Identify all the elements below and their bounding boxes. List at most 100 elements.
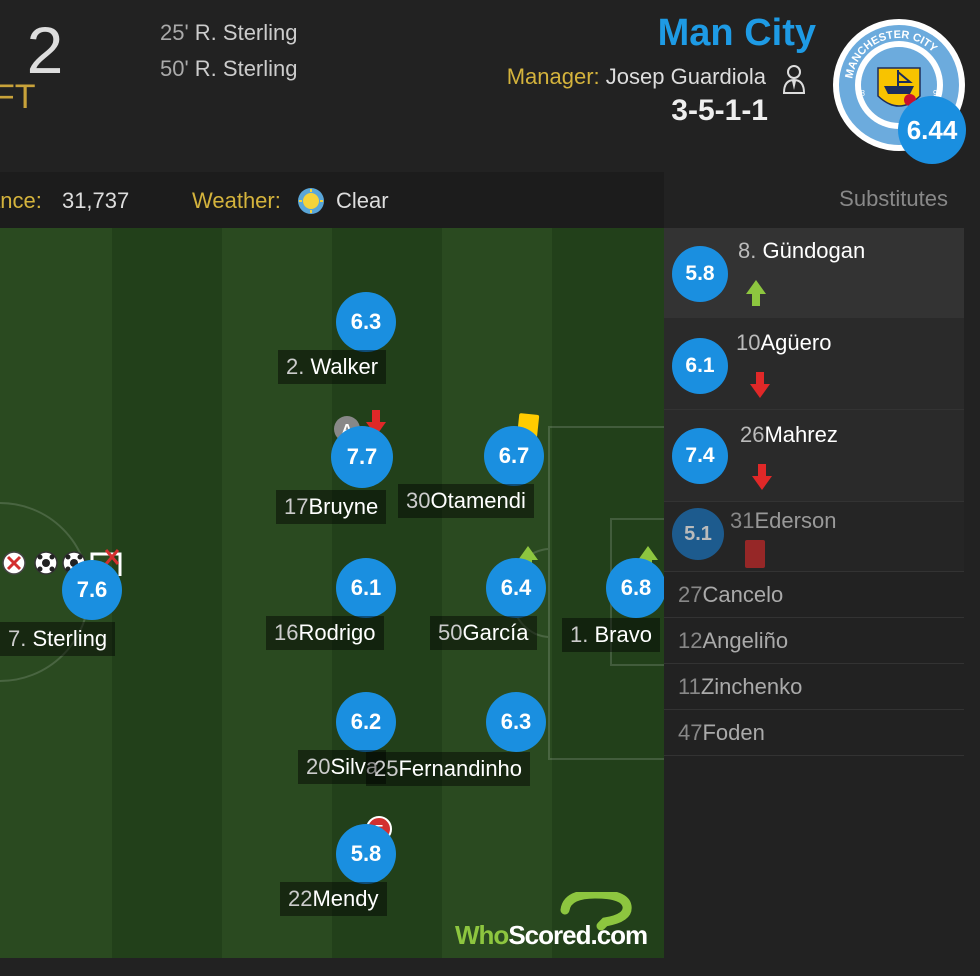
player-rating-badge: 5.8	[672, 246, 728, 302]
bench-row[interactable]: 12Angeliño	[664, 618, 964, 664]
player-number: 17	[284, 494, 309, 519]
player-name-fernandinho[interactable]: 25Fernandinho	[366, 752, 531, 786]
goal-minute: 25'	[160, 20, 189, 45]
substitute-row[interactable]: 6.1 10Agüero	[664, 318, 964, 410]
logo-scored: Scored	[508, 920, 591, 950]
ball-icon	[34, 551, 58, 575]
player-number: 50	[438, 620, 463, 645]
player-rating-badge: 6.1	[672, 338, 728, 394]
player-number: 25	[374, 756, 399, 781]
player-name-garcia[interactable]: 50García	[430, 616, 537, 650]
bench-player: 12Angeliño	[678, 628, 789, 653]
sub-off-arrow-icon	[366, 410, 386, 436]
player-name: Fernandinho	[398, 756, 523, 781]
player-number: 30	[406, 488, 431, 513]
player-name: Silva	[330, 754, 379, 779]
match-info-bar: ance: 31,737 Weather: Clear	[0, 172, 664, 228]
pitch-stripe	[112, 228, 222, 958]
match-header: : 2 FT 25' R. Sterling 50' R. Sterling M…	[0, 0, 980, 170]
panel-edge	[964, 228, 980, 976]
player-number: 22	[288, 886, 313, 911]
player-number: 1.	[570, 622, 589, 647]
player-rating-badge[interactable]: 6.7	[484, 426, 544, 486]
player-name: Bravo	[594, 622, 652, 647]
player-number: 20	[306, 754, 331, 779]
player-name-otamendi[interactable]: 30Otamendi	[398, 484, 534, 518]
manager-name: Josep Guardiola	[605, 64, 766, 89]
match-status: FT	[0, 78, 36, 116]
team-formation: 3-5-1-1	[671, 94, 768, 127]
sub-on-arrow-icon	[518, 546, 538, 572]
player-rating-badge[interactable]: 7.6	[62, 560, 122, 620]
player-name-bruyne[interactable]: 17Bruyne	[276, 490, 387, 524]
goal-scorer[interactable]: R. Sterling	[194, 56, 298, 81]
player-name-rodrigo[interactable]: 16Rodrigo	[266, 616, 384, 650]
bench-row[interactable]: 11Zinchenko	[664, 664, 964, 710]
player-rating-badge: 7.4	[672, 428, 728, 484]
substitute-name: 31Ederson	[730, 508, 837, 533]
player-name-mendy[interactable]: 22Mendy	[280, 882, 387, 916]
player-name: Otamendi	[430, 488, 526, 513]
manager-info: Manager: Josep Guardiola	[507, 64, 766, 90]
sub-off-arrow-icon	[752, 464, 772, 490]
substitute-row[interactable]: 5.1 31Ederson	[664, 502, 964, 572]
goal-scorer[interactable]: R. Sterling	[194, 20, 298, 45]
sub-on-arrow-icon	[638, 546, 658, 572]
player-name: García	[462, 620, 529, 645]
red-card-icon	[745, 540, 765, 568]
penalty-box	[548, 426, 664, 760]
player-name: Bruyne	[308, 494, 379, 519]
player-rating-badge[interactable]: 5.8	[336, 824, 396, 884]
player-name-sterling[interactable]: 7. Sterling	[0, 622, 116, 656]
manager-icon	[782, 65, 806, 94]
player-rating-badge[interactable]: 6.4	[486, 558, 546, 618]
logo-who: Who	[455, 920, 509, 950]
substitute-row[interactable]: 7.4 26Mahrez	[664, 410, 964, 502]
attendance-label: ance:	[0, 188, 42, 213]
player-name: Walker	[310, 354, 379, 379]
goal-minute: 50'	[160, 56, 189, 81]
team-rating-badge: 6.44	[898, 96, 966, 164]
substitute-row[interactable]: 5.8 8. Gündogan	[664, 228, 964, 318]
pitch-stripe	[222, 228, 332, 958]
sun-cloud-icon	[298, 188, 324, 214]
goal-event: 25' R. Sterling	[160, 20, 298, 46]
bench-row[interactable]: 47Foden	[664, 710, 964, 756]
substitute-name: 26Mahrez	[740, 422, 838, 447]
attendance: ance: 31,737	[0, 188, 129, 214]
player-number: 16	[274, 620, 299, 645]
whoscored-logo[interactable]: WhoScored.com	[455, 920, 648, 951]
player-number: 7.	[8, 626, 27, 651]
whoscored-logo-icon	[560, 892, 632, 931]
goal-event: 50' R. Sterling	[160, 56, 298, 82]
substitute-name: 8. Gündogan	[738, 238, 866, 263]
sub-on-arrow-icon	[746, 280, 766, 306]
bench-player: 47Foden	[678, 720, 765, 745]
player-name-bravo[interactable]: 1. Bravo	[562, 618, 660, 652]
player-rating-badge[interactable]: 6.2	[336, 692, 396, 752]
player-rating-badge[interactable]: 7.7	[331, 426, 393, 488]
player-rating-badge[interactable]: 6.8	[606, 558, 666, 618]
player-name: Mendy	[312, 886, 379, 911]
player-name: Rodrigo	[298, 620, 376, 645]
player-name-walker[interactable]: 2. Walker	[278, 350, 387, 384]
player-rating-badge: 5.1	[672, 508, 724, 560]
bench-player: 27Cancelo	[678, 582, 784, 607]
player-rating-badge[interactable]: 6.3	[336, 292, 396, 352]
sub-off-arrow-icon	[750, 372, 770, 398]
manager-label: Manager:	[506, 64, 600, 89]
team-name[interactable]: Man City	[657, 12, 816, 54]
player-rating-badge[interactable]: 6.3	[486, 692, 546, 752]
bench-row[interactable]: 27Cancelo	[664, 572, 964, 618]
crest-year-left: 18	[856, 89, 865, 98]
substitutes-header: Substitutes	[664, 172, 964, 228]
player-name: Sterling	[32, 626, 108, 651]
player-rating-badge[interactable]: 6.1	[336, 558, 396, 618]
own-goal-icon	[2, 551, 26, 575]
logo-com: .com	[590, 920, 648, 950]
attendance-value: 31,737	[61, 188, 130, 213]
substitute-name: 10Agüero	[736, 330, 832, 355]
crest-year-right: 94	[933, 89, 942, 98]
bench-player: 11Zinchenko	[678, 674, 803, 699]
player-name-silva[interactable]: 20Silva	[298, 750, 387, 784]
